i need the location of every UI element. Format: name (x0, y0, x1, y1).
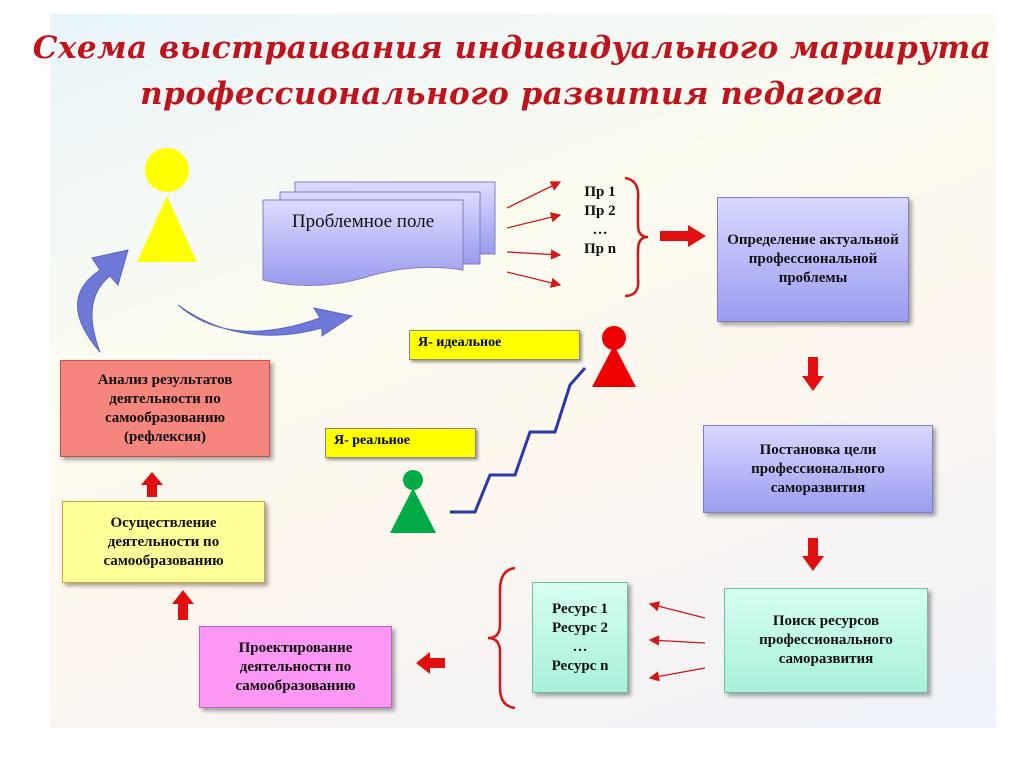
implement-activity-box: Осуществление деятельности по самообразо… (62, 501, 265, 583)
set-goal-box: Постановка цели профессионального самора… (703, 425, 933, 513)
problem-list: Пр 1 Пр 2 … Пр n (572, 183, 628, 259)
resource-item: … (572, 638, 588, 655)
problem-field-docs-icon (262, 181, 496, 287)
problem-arrows (506, 181, 562, 288)
resource-arrows (648, 601, 706, 682)
curved-arrow-up-icon (77, 249, 129, 353)
curved-arrow-right-icon (177, 304, 354, 337)
search-resources-box: Поиск ресурсов профессионального самораз… (724, 588, 928, 693)
resource-item: Ресурс 2 (551, 619, 608, 636)
staircase-line (450, 367, 587, 514)
resource-item: Ресурс 1 (551, 600, 608, 617)
problem-field-label: Проблемное поле (291, 211, 435, 232)
title-line-2: профессионального развития педагога (140, 76, 884, 112)
problem-item: Пр 1 (584, 184, 616, 200)
title-line-1: Схема выстраивания индивидуального маршр… (32, 30, 992, 66)
design-activity-box: Проектирование деятельности по самообраз… (199, 626, 392, 708)
define-problem-box: Определение актуальной профессиональной … (717, 197, 909, 322)
yellow-person-icon (137, 148, 197, 262)
problems-brace (624, 176, 649, 298)
resources-box: Ресурс 1 Ресурс 2 … Ресурс n (532, 582, 628, 693)
red-person-icon (592, 326, 636, 387)
thick-red-arrows (141, 225, 824, 674)
problem-item: Пр 2 (584, 203, 616, 219)
problem-item: Пр n (583, 241, 617, 257)
problem-item: … (592, 222, 608, 238)
resources-brace (487, 566, 516, 710)
real-self-label: Я- реальное (325, 428, 476, 458)
resource-item: Ресурс n (551, 657, 609, 674)
analysis-box: Анализ результатов деятельности по самоо… (60, 360, 270, 457)
ideal-self-label: Я- идеальное (409, 330, 580, 360)
green-person-icon (390, 470, 436, 533)
